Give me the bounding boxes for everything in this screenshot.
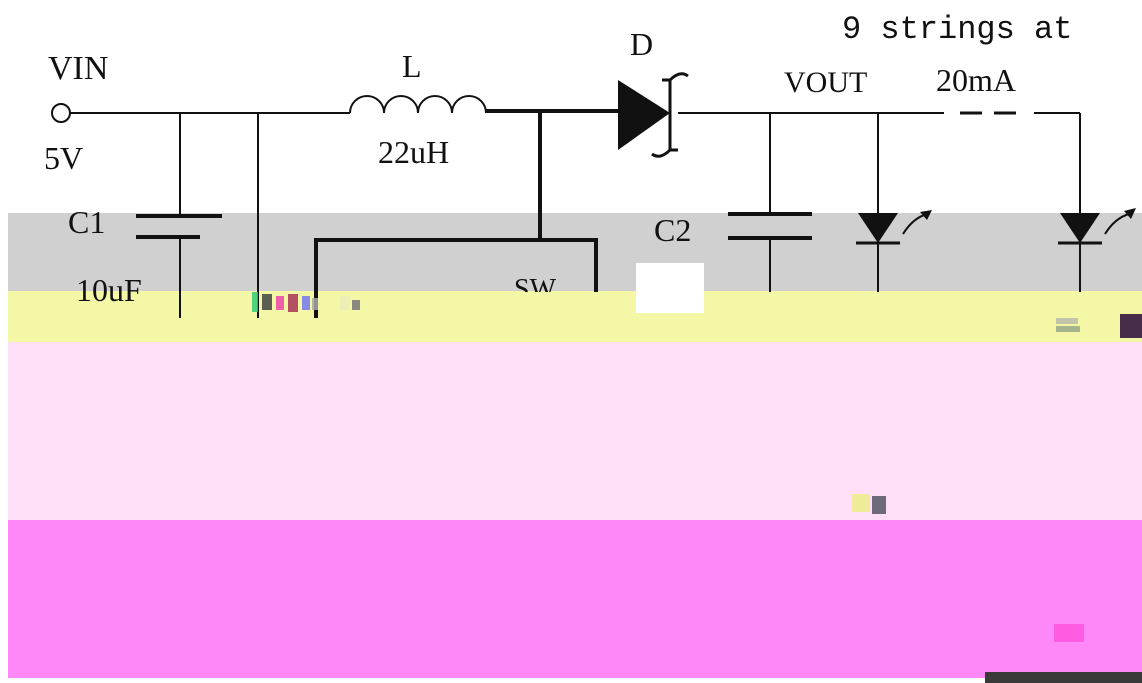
inductor-coil	[349, 95, 487, 114]
led-string-9	[1058, 208, 1136, 245]
c2-capacitor	[728, 212, 812, 240]
schottky-diode	[618, 72, 689, 158]
c1-value-label: 10uF	[76, 272, 142, 308]
dark-corner	[985, 672, 1142, 683]
vout-label: VOUT	[784, 66, 868, 99]
pixel-noise	[252, 292, 1142, 642]
vin-voltage-label: 5V	[44, 140, 84, 176]
yellow-band	[8, 291, 1142, 342]
c1-capacitor	[136, 214, 222, 239]
led-string-1	[856, 210, 932, 245]
magenta-band	[8, 520, 1142, 678]
vin-terminal	[51, 103, 71, 123]
sw-pin-label: SW	[514, 276, 556, 292]
inductor-label: L	[402, 48, 422, 84]
ic-outline	[314, 238, 598, 318]
light-pink-band	[8, 342, 1142, 520]
white-patch	[636, 263, 704, 313]
inductor-value-label: 22uH	[378, 134, 450, 170]
c2-label: C2	[654, 212, 692, 248]
vin-label: VIN	[48, 50, 109, 87]
strings-label-line1: 9 strings at	[842, 11, 1073, 48]
diode-label: D	[630, 26, 654, 62]
strings-label-line2: 20mA	[936, 62, 1016, 98]
c1-label: C1	[68, 204, 106, 240]
